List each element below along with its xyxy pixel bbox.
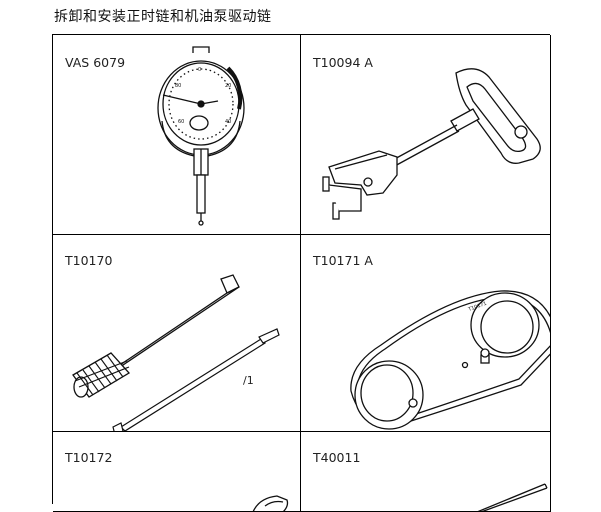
tool-cell-t-handle: T10094 A — [301, 35, 551, 235]
tool-cell-rod: T40011 — [301, 432, 551, 512]
rod-tool-illustration — [477, 483, 548, 511]
tool-cell-locking-tool: T10172 — [53, 432, 301, 512]
locking-tool-illustration — [252, 495, 289, 511]
pin-tool-illustration — [72, 274, 280, 431]
counter-hold-plate-illustration: T10171 — [350, 290, 550, 430]
svg-text:20: 20 — [225, 83, 231, 89]
t-handle-tool-illustration — [322, 68, 541, 220]
tool-table: VAS 6079 0 20 40 — [52, 34, 551, 512]
svg-text:0: 0 — [198, 67, 201, 73]
tool-code: T40011 — [313, 450, 361, 465]
tool-cell-dial-indicator: VAS 6079 0 20 40 — [53, 35, 301, 235]
svg-text:60: 60 — [178, 119, 184, 125]
part-marker: /1 — [243, 374, 254, 387]
svg-text:40: 40 — [225, 119, 231, 125]
tool-code: T10171 A — [313, 253, 373, 268]
tool-code: T10094 A — [313, 55, 373, 70]
page-title: 拆卸和安装正时链和机油泵驱动链 — [54, 9, 272, 25]
tool-cell-counter-hold: T10171 A T10171 — [301, 235, 551, 432]
tool-code: T10170 — [65, 253, 113, 268]
tool-code: T10172 — [65, 450, 113, 465]
svg-text:80: 80 — [175, 83, 181, 89]
dial-indicator-illustration: 0 20 40 60 80 — [157, 46, 245, 226]
tool-code: VAS 6079 — [65, 55, 126, 70]
tool-cell-pin-set: T10170 /1 — [53, 235, 301, 432]
